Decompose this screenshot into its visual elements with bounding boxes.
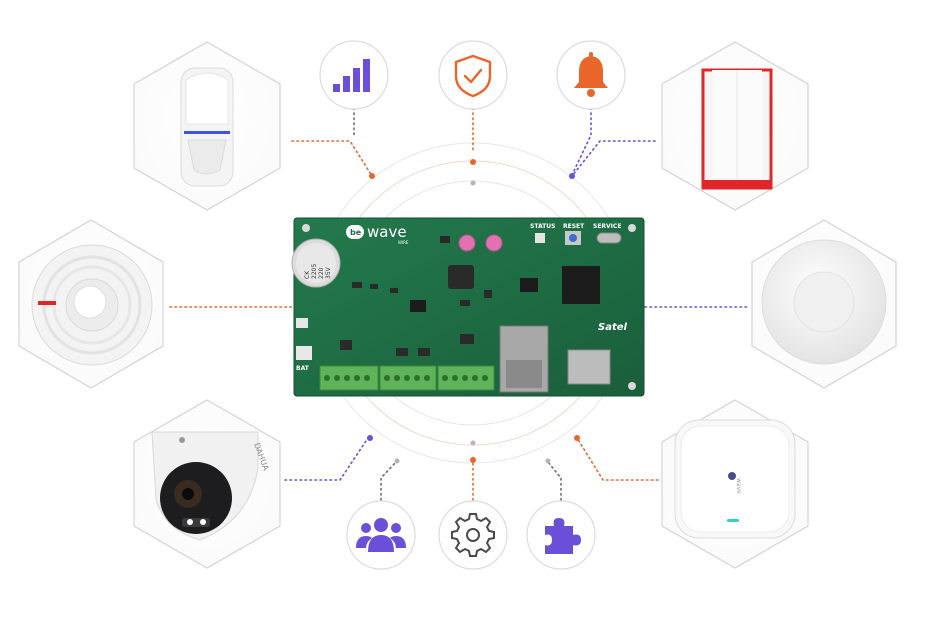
feature-bell xyxy=(556,40,626,110)
sd-slot[interactable] xyxy=(567,349,611,385)
small-capacitor-2 xyxy=(485,234,503,252)
controller-board: be wave WIRE CK 2205 220 35V STATUS RESE… xyxy=(291,217,645,397)
capacitor: CK 2205 220 35V xyxy=(291,238,341,288)
terminal-blocks[interactable] xyxy=(319,365,495,391)
feature-gear xyxy=(438,500,508,570)
ic-chip-1 xyxy=(520,278,538,292)
device-motion-detector xyxy=(133,41,281,211)
battery-connector[interactable] xyxy=(296,346,312,360)
logo-sub: WIRE xyxy=(398,240,409,245)
connector-bell xyxy=(571,107,592,176)
ic-chip-2 xyxy=(410,300,426,312)
feature-shield xyxy=(438,40,508,110)
connector-lines xyxy=(169,107,749,501)
feature-users xyxy=(346,500,416,570)
device-dome-camera: DAHUA xyxy=(133,399,281,569)
feature-puzzle xyxy=(526,500,596,570)
logo-name: wave xyxy=(367,223,407,241)
device-wave-access-point: wave xyxy=(661,399,809,569)
cap-line-4: 35V xyxy=(325,266,332,279)
small-capacitor-1 xyxy=(458,234,476,252)
inductor xyxy=(448,265,474,289)
feature-signal xyxy=(319,40,389,110)
label-reset: RESET xyxy=(563,223,585,230)
device-outdoor-siren xyxy=(661,41,809,211)
gear-icon xyxy=(451,513,495,557)
connector-siren xyxy=(571,140,656,177)
connector-ap xyxy=(576,437,659,481)
logo-prefix: be xyxy=(350,228,362,237)
cap-line-1: CK xyxy=(304,270,311,279)
puzzle-icon xyxy=(545,518,581,554)
bewave-logo: be wave WIRE xyxy=(346,223,409,245)
signal-bars-icon xyxy=(333,59,370,92)
smd-components xyxy=(296,236,492,356)
users-icon xyxy=(356,518,406,552)
connector-camera xyxy=(284,437,369,481)
ring-nodes xyxy=(367,159,580,464)
shield-check-icon xyxy=(454,54,492,98)
label-bat: BAT xyxy=(296,365,310,372)
status-led xyxy=(535,233,545,243)
cap-line-3: 220 xyxy=(318,267,325,279)
bell-icon xyxy=(574,52,608,97)
connector-puzzle xyxy=(547,461,562,501)
device-smoke-detector xyxy=(18,219,164,389)
connector-motion xyxy=(291,140,373,177)
label-service: SERVICE xyxy=(593,223,621,230)
service-usb-port[interactable] xyxy=(596,232,622,244)
label-status: STATUS xyxy=(530,223,555,230)
manufacturer-logo: Satel xyxy=(598,322,628,333)
cap-line-2: 2205 xyxy=(311,264,318,279)
ap-brand-text: wave xyxy=(735,478,742,494)
connector-users xyxy=(380,461,397,501)
main-chip xyxy=(562,266,600,304)
device-ceiling-sensor xyxy=(751,219,897,389)
